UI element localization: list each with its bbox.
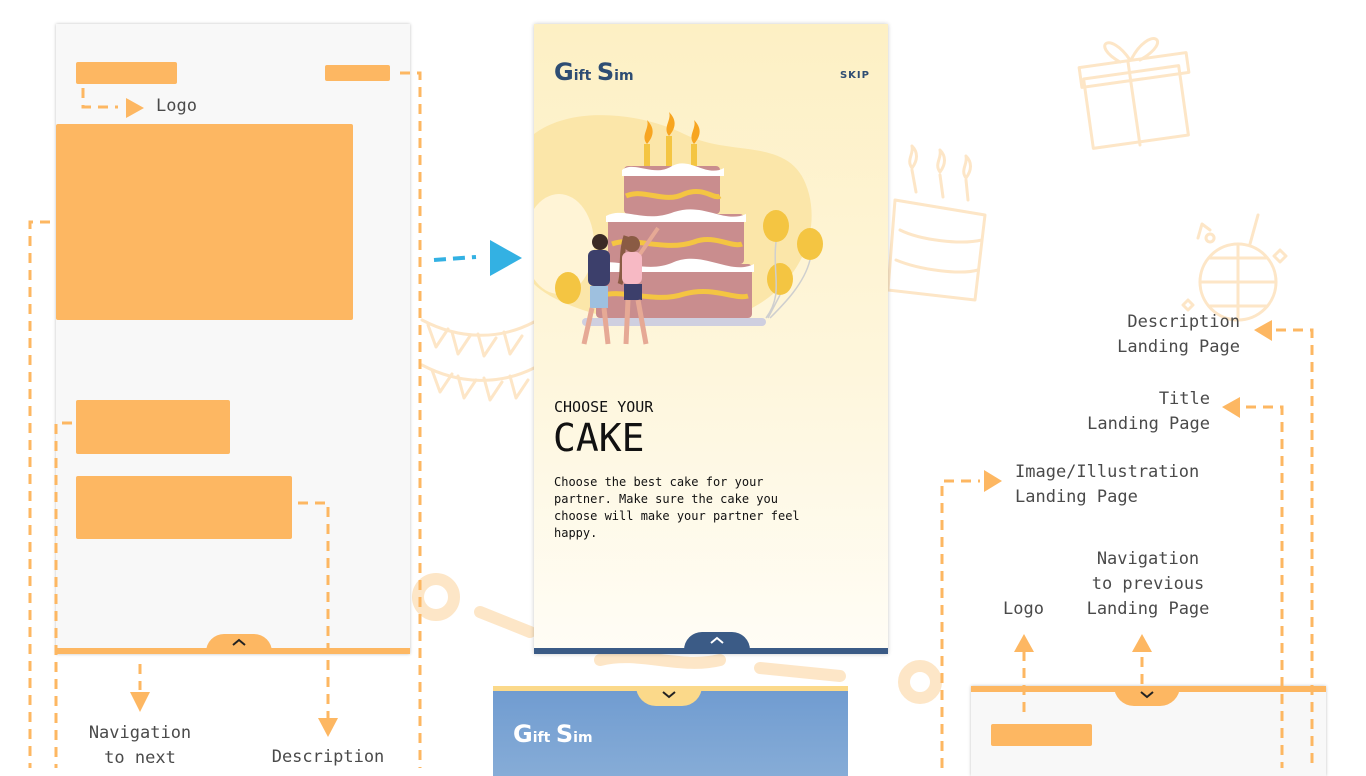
skip-button[interactable]: SKIP xyxy=(839,70,870,81)
gift-icon xyxy=(1077,37,1191,150)
annotation-logo-left: Logo xyxy=(156,96,197,116)
page-title: CAKE xyxy=(553,416,645,460)
arrow-down-icon xyxy=(318,718,338,737)
annotation-description-bottom: Description xyxy=(271,747,385,767)
disco-ball-icon xyxy=(1181,213,1288,322)
mockup-swipe-tab[interactable] xyxy=(684,632,750,650)
wireframe-landing xyxy=(56,24,410,654)
brand-logo-2: Gift Sim xyxy=(513,720,593,748)
arrow-right-icon xyxy=(984,470,1002,492)
arrow-right-icon xyxy=(126,98,144,118)
chevron-down-icon xyxy=(662,691,676,699)
arrow-down-icon xyxy=(130,692,150,712)
arrow-up-icon xyxy=(1014,634,1034,652)
annotation-nav-next: Navigation to next xyxy=(88,723,192,768)
wire-logo-block xyxy=(76,62,177,84)
annotation-description-landing: Description Landing Page xyxy=(1117,312,1240,357)
cake-decor-icon xyxy=(886,144,987,302)
wire-title-block xyxy=(76,400,230,454)
annotation-image-landing: Image/Illustration Landing Page xyxy=(1015,462,1200,507)
wire-swipe-tab[interactable] xyxy=(206,634,272,652)
mockup-bottom-bar xyxy=(534,648,888,654)
chevron-up-icon xyxy=(710,636,724,644)
chevron-up-icon xyxy=(232,638,246,646)
landing-page-mockup-2: Gift Sim xyxy=(493,686,848,776)
page-description: Choose the best cake for your partner. M… xyxy=(554,475,800,540)
annotation-nav-previous: Navigation to previous Landing Page xyxy=(1086,549,1210,619)
landing-page-mockup: Gift Sim SKIP xyxy=(534,24,888,654)
annotation-logo-right: Logo xyxy=(1003,599,1044,619)
brand-logo: Gift Sim xyxy=(554,58,634,86)
arrow-right-icon xyxy=(433,240,522,276)
bunting-decor xyxy=(420,318,536,402)
arrow-left-icon xyxy=(1254,320,1272,341)
page-subtitle: CHOOSE YOUR xyxy=(554,398,654,416)
arrow-up-icon xyxy=(1132,634,1152,652)
wire-image-block xyxy=(56,124,353,320)
arrow-left-icon xyxy=(1222,397,1240,418)
wire2-logo-block xyxy=(991,724,1092,746)
chevron-down-icon xyxy=(1140,691,1154,699)
wireframe-landing-2 xyxy=(971,686,1326,776)
wire-skip-block xyxy=(325,65,390,81)
cake-illustration xyxy=(534,112,823,345)
wire-description-block xyxy=(76,476,292,539)
annotation-title-landing: Title Landing Page xyxy=(1087,389,1210,434)
